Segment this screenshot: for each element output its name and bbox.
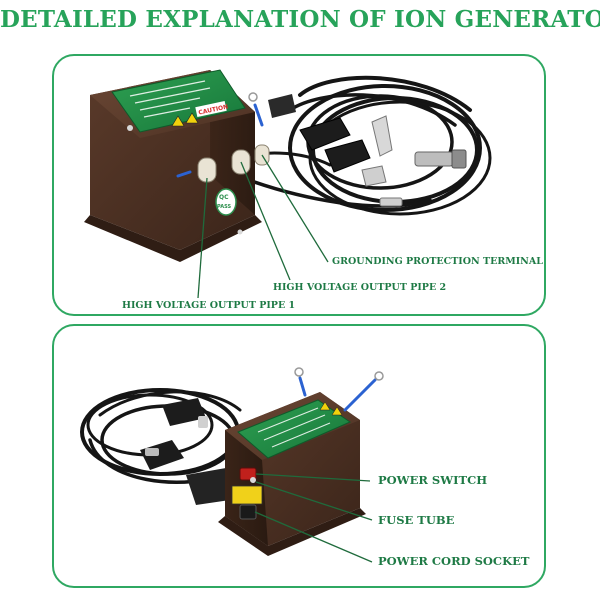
warning-triangle-icon (319, 401, 331, 411)
bottom-leader-lines (254, 473, 373, 563)
warning-triangle-icon (331, 406, 343, 416)
bottom-ion-generator-box (218, 367, 384, 556)
callout-hv-output-pipe-2: HIGH VOLTAGE OUTPUT PIPE 2 (273, 282, 447, 293)
callout-power-cord-socket: POWER CORD SOCKET (378, 554, 530, 568)
top-ion-generator-box: CAUTION QC PASS (84, 69, 270, 262)
top-ion-gun-heads (268, 94, 467, 207)
warning-triangle-icon (171, 115, 185, 127)
ground-terminal-icon (248, 92, 258, 102)
callout-fuse-tube: FUSE TUBE (378, 513, 455, 527)
qc-text: QC (219, 194, 229, 201)
top-leader-lines (197, 154, 329, 299)
ground-terminal-icon (374, 371, 384, 381)
warning-triangle-icon (185, 112, 199, 124)
callout-grounding-protection-terminal: GROUNDING PROTECTION TERMINAL (332, 256, 543, 267)
callout-hv-output-pipe-1: HIGH VOLTAGE OUTPUT PIPE 1 (122, 300, 296, 311)
bottom-cable-bundle (80, 388, 242, 484)
qc-pass-sticker (215, 188, 237, 216)
callout-power-switch: POWER SWITCH (378, 473, 488, 487)
bottom-ion-gun-heads (140, 398, 230, 505)
page-title: DETAILED EXPLANATION OF ION GENERATOR (0, 6, 600, 33)
fuse-tube (250, 477, 256, 483)
power-cord-socket (239, 504, 257, 520)
warning-sticker (231, 485, 263, 505)
pass-text: PASS (217, 204, 231, 210)
